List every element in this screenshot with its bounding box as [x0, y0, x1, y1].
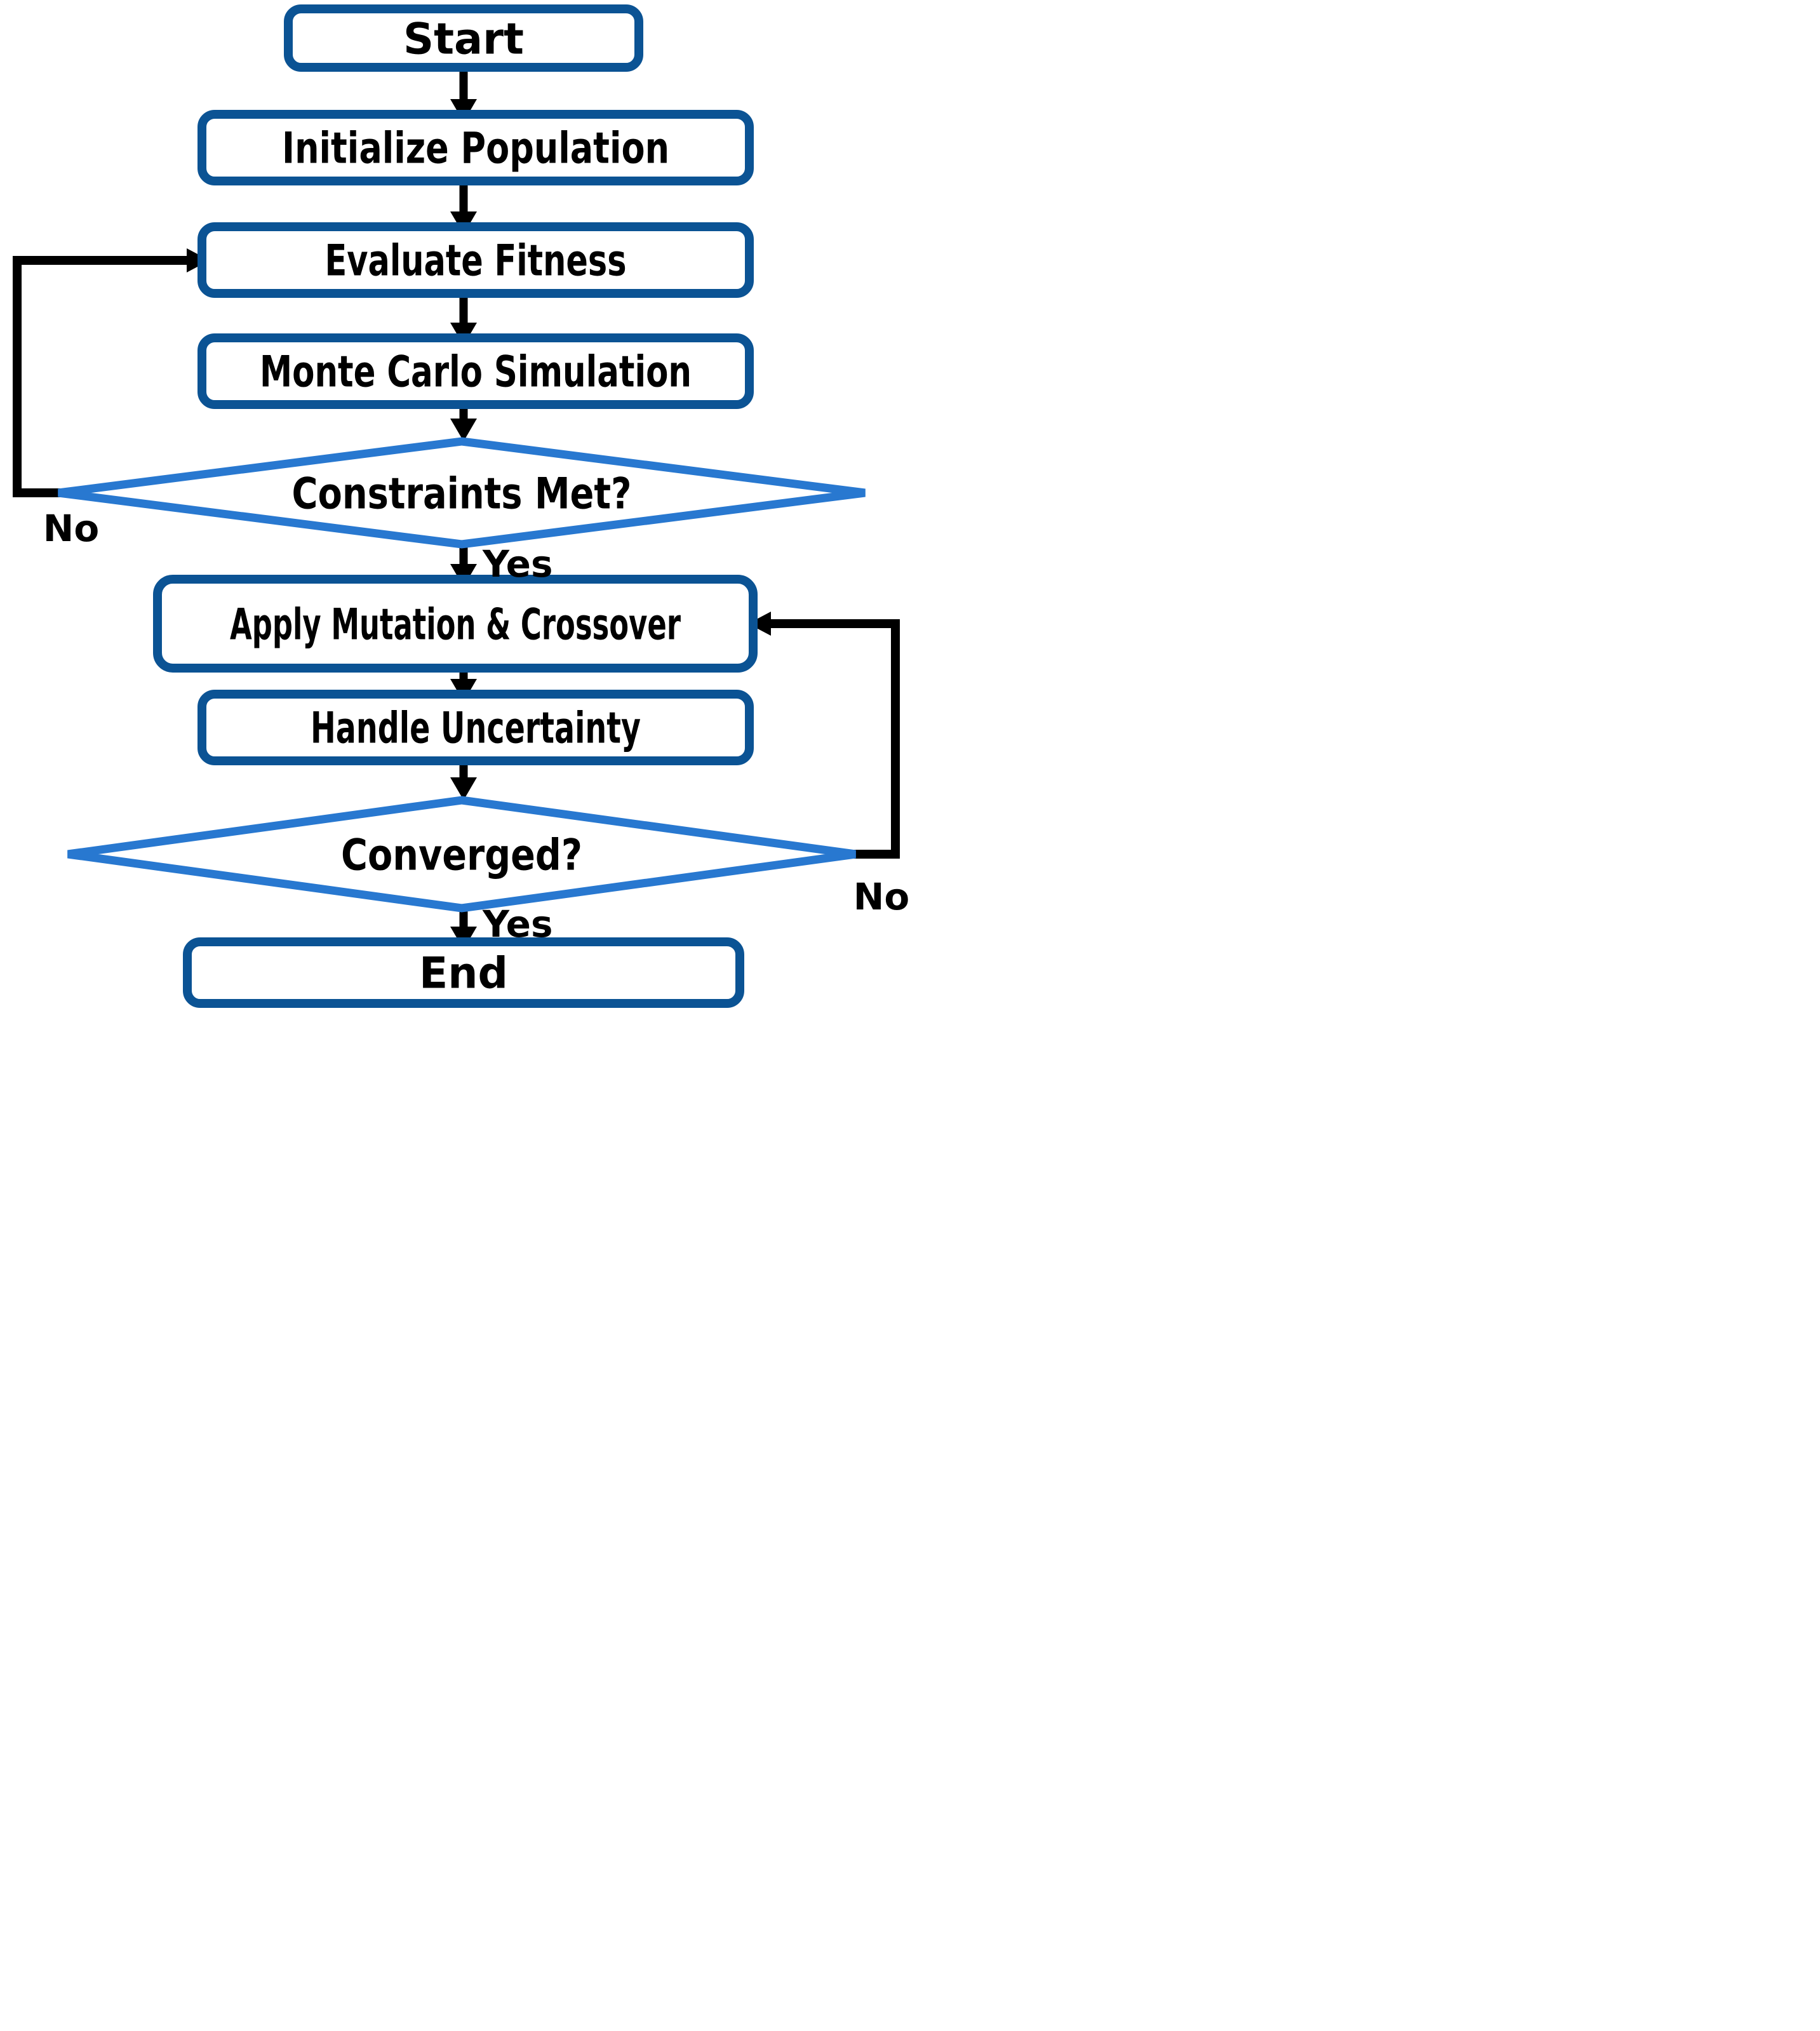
node-apply-mutation-crossover-box: [153, 575, 758, 673]
node-converged-diamond: [67, 796, 856, 913]
node-end-box: [183, 937, 744, 1008]
node-constraints-met-diamond: [58, 437, 866, 549]
node-monte-carlo-simulation-box: [197, 333, 754, 409]
edge-label-constraints-yes: Yes: [482, 542, 553, 586]
arrow-handle-to-converged: [450, 761, 477, 800]
node-end-label: End: [419, 949, 508, 999]
node-monte-carlo-simulation-label: Monte Carlo Simulation: [260, 347, 692, 398]
node-handle-uncertainty: Handle Uncertainty: [197, 690, 754, 765]
no-loop-left-line: [13, 256, 191, 497]
edge-label-constraints-no: No: [43, 507, 99, 550]
flowchart-page: Start Initialize Population Evaluate Fit…: [0, 0, 910, 1016]
node-initialize-population: Initialize Population: [197, 110, 754, 185]
arrow-montecarlo-to-constraints: [450, 405, 477, 441]
node-apply-mutation-crossover: Apply Mutation & Crossover: [153, 575, 758, 673]
node-end: End: [183, 937, 744, 1008]
node-constraints-met: Constraints Met?: [58, 437, 866, 549]
flowchart-canvas: Start Initialize Population Evaluate Fit…: [13, 4, 909, 1008]
node-constraints-met-label: Constraints Met?: [292, 469, 632, 519]
edge-label-converged-no: No: [853, 875, 909, 918]
edge-label-converged-yes: Yes: [482, 902, 553, 946]
arrowhead-left-icon: [748, 612, 771, 636]
node-handle-uncertainty-box: [197, 690, 754, 765]
node-start-label: Start: [403, 15, 524, 65]
no-loop-right: [748, 612, 900, 859]
node-monte-carlo-simulation: Monte Carlo Simulation: [197, 333, 754, 409]
node-start: Start: [284, 4, 643, 72]
node-evaluate-fitness-box: [197, 222, 754, 298]
node-handle-uncertainty-label: Handle Uncertainty: [311, 704, 641, 754]
no-loop-left: [13, 248, 210, 497]
arrowhead-down-icon: [450, 419, 477, 441]
arrowhead-down-icon: [450, 777, 477, 800]
node-initialize-population-label: Initialize Population: [282, 124, 669, 174]
node-converged-label: Converged?: [341, 831, 582, 881]
node-start-box: [284, 4, 643, 72]
node-converged: Converged?: [67, 796, 856, 913]
node-apply-mutation-crossover-label: Apply Mutation & Crossover: [230, 600, 681, 650]
no-loop-right-line: [766, 619, 900, 859]
node-initialize-population-box: [197, 110, 754, 185]
node-evaluate-fitness: Evaluate Fitness: [197, 222, 754, 298]
node-evaluate-fitness-label: Evaluate Fitness: [325, 236, 627, 286]
